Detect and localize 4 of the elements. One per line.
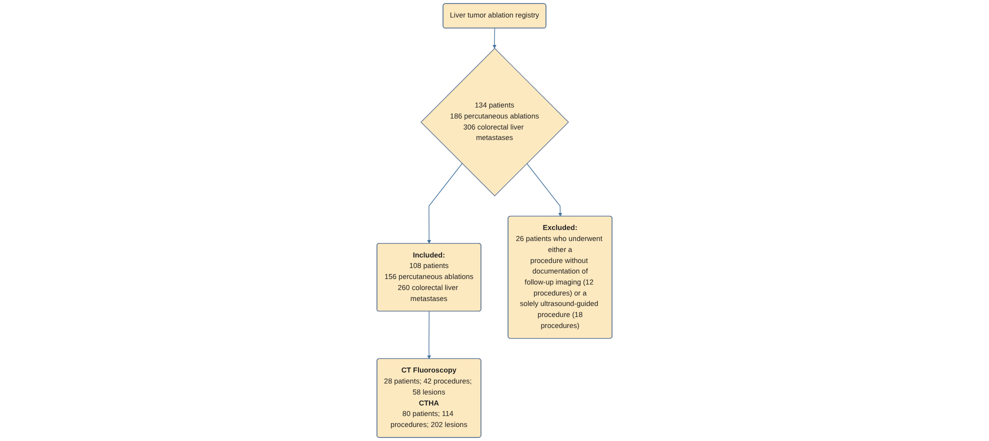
arrow: [427, 311, 432, 360]
arrow: [427, 163, 462, 244]
arrow: [526, 163, 562, 217]
arrow: [492, 28, 496, 49]
